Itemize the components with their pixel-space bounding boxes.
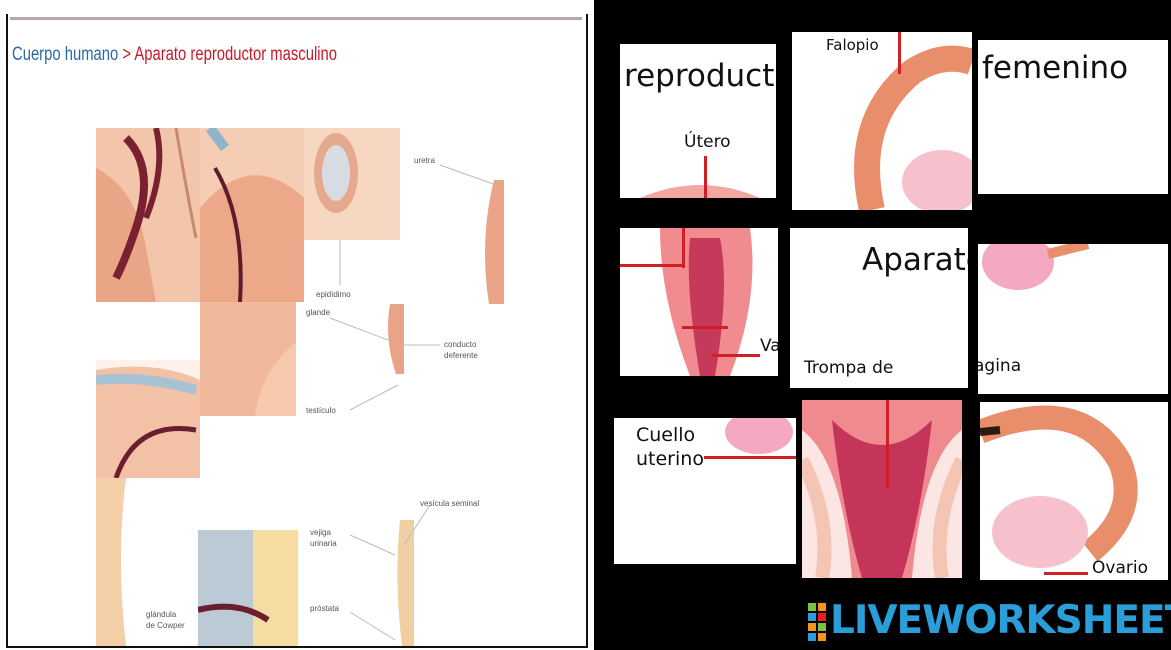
label-deferente: deferente bbox=[444, 351, 478, 361]
label-glandula: glándula bbox=[146, 610, 176, 620]
label-glande: glande bbox=[306, 308, 330, 318]
puzzle-piece-cuello[interactable]: Cuello uterino bbox=[614, 418, 796, 564]
word-trompa: Trompa de bbox=[804, 358, 893, 378]
word-utero: Útero bbox=[684, 132, 731, 152]
word-reproductor: reproductor bbox=[624, 58, 776, 94]
liveworksheets-logo-icon bbox=[808, 603, 826, 641]
liveworksheets-logo[interactable]: LIVEWORKSHEETS bbox=[830, 598, 1171, 643]
puzzle-piece-vagina[interactable]: Va bbox=[620, 228, 778, 376]
label-epididimo: epidídimo bbox=[316, 290, 351, 300]
word-cuello: Cuello bbox=[636, 424, 695, 446]
puzzle-piece-uterus[interactable] bbox=[802, 400, 962, 578]
pointer-line bbox=[712, 354, 760, 357]
puzzle-piece-femenino[interactable]: femenino bbox=[978, 40, 1168, 194]
word-aparato: Aparato bbox=[862, 242, 968, 278]
label-cowper: de Cowper bbox=[146, 621, 185, 631]
word-vagina: agina bbox=[978, 356, 1021, 376]
word-femenino: femenino bbox=[982, 50, 1128, 86]
pointer-line bbox=[704, 156, 707, 198]
label-vesicula: vesícula seminal bbox=[420, 499, 479, 509]
puzzle-piece-reproductor[interactable]: reproductor Útero bbox=[620, 44, 776, 198]
male-reproductive-panel: Cuerpo humano > Aparato reproductor masc… bbox=[0, 0, 590, 650]
pointer-line bbox=[704, 456, 796, 459]
pointer-line bbox=[886, 400, 889, 488]
label-vejiga: vejiga bbox=[310, 528, 331, 538]
leader-lines bbox=[0, 0, 590, 650]
label-prostata: próstata bbox=[310, 604, 339, 614]
word-falopio: Falopio bbox=[826, 36, 879, 54]
puzzle-piece-ovario-top[interactable]: agina bbox=[978, 244, 1168, 394]
uterus-body-illustration bbox=[802, 400, 962, 578]
word-uterino: uterino bbox=[636, 448, 704, 470]
puzzle-piece-ovario[interactable]: Ovario bbox=[980, 402, 1168, 580]
label-uretra: uretra bbox=[414, 156, 435, 166]
uterus-illustration bbox=[620, 162, 776, 198]
pointer-line bbox=[1044, 572, 1088, 575]
puzzle-piece-aparato[interactable]: Aparato Trompa de bbox=[790, 228, 968, 388]
puzzle-piece-falopio[interactable]: Falopio bbox=[792, 32, 972, 210]
word-va: Va bbox=[760, 336, 778, 356]
word-ovario: Ovario bbox=[1092, 558, 1148, 578]
fallopian-tube-illustration bbox=[792, 32, 972, 210]
label-urinaria: urinaria bbox=[310, 539, 337, 549]
label-testiculo: testículo bbox=[306, 406, 336, 416]
pointer-line bbox=[620, 264, 684, 267]
label-conducto: conducto bbox=[444, 340, 476, 350]
pointer-line bbox=[682, 228, 685, 268]
pointer-line bbox=[898, 32, 901, 74]
pointer-line bbox=[682, 326, 728, 329]
ovary-tube-illustration bbox=[980, 402, 1168, 580]
